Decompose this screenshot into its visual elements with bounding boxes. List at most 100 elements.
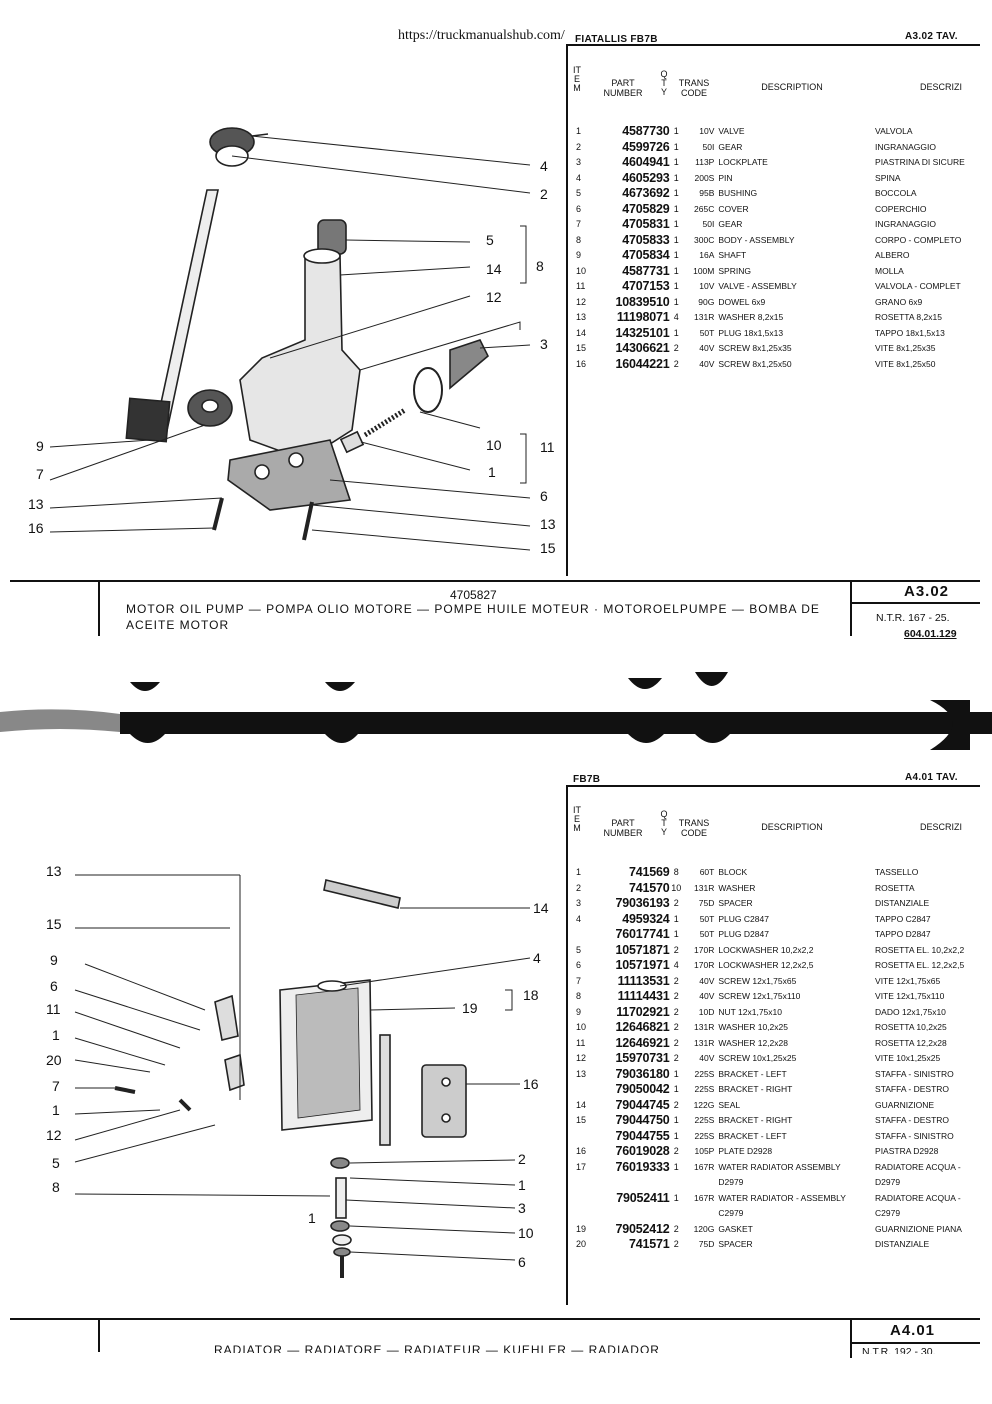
part-number-cell: 4959324	[622, 911, 670, 926]
trans-code-cell: 50I	[702, 141, 715, 152]
trans-code-cell: 10V	[699, 281, 715, 291]
qty-cell: 2	[673, 1099, 679, 1110]
item-cell: 13	[576, 312, 587, 322]
item-cell: 2	[576, 882, 582, 893]
callout-2: 2	[540, 186, 548, 202]
callout2-1c: 1	[518, 1177, 526, 1193]
description-it-cell: ROSETTA EL. 10,2x2,2	[875, 944, 965, 955]
qty-cell	[670, 1175, 683, 1191]
part-number-cell: 76019333	[615, 1159, 670, 1174]
description-it-cell: RADIATORE ACQUA -	[875, 1161, 961, 1172]
trans-code-cell: 16A	[699, 250, 715, 260]
part-number-cell: 79044755	[615, 1128, 670, 1143]
item-cell: 15	[576, 1115, 587, 1125]
assembly-number: 4705827	[450, 588, 497, 602]
item-cell: 11	[576, 1037, 586, 1048]
callout-14: 14	[486, 261, 502, 277]
description-cell: SPACER	[718, 1239, 753, 1249]
part-number-cell: 79044745	[615, 1097, 670, 1112]
plate-drawing	[421, 1064, 467, 1138]
part-number-cell: 14306621	[615, 341, 670, 355]
description-cell: SCREW 10x1,25x25	[718, 1053, 797, 1063]
description-it-cell: VITE 8x1,25x35	[875, 343, 936, 353]
description-it-cell: GRANO 6x9	[875, 296, 923, 307]
driven-gear-drawing	[187, 389, 233, 427]
sheet1-caption-line2: ACEITE MOTOR	[126, 618, 230, 632]
description-it-cell: VITE 12x1,75x65	[875, 975, 941, 986]
sheet1-col-desc-it: DESCRIZI	[920, 82, 963, 92]
trans-code-cell: 40V	[699, 975, 715, 986]
qty-cell: 2	[673, 898, 679, 908]
trans-code-cell: 167R	[694, 1192, 715, 1203]
qty-cell: 2	[673, 991, 679, 1001]
description-cell: WASHER 12,2x28	[718, 1037, 788, 1048]
qty-cell: 2	[673, 343, 679, 353]
sheet2-col-qty: QTY	[660, 809, 668, 837]
description-cell: SPACER	[718, 898, 753, 908]
description-it-cell: ROSETTA EL. 12,2x2,5	[875, 960, 965, 970]
item-cell	[576, 1129, 597, 1145]
scan-artifact-band	[0, 672, 992, 750]
item-cell: 9	[576, 250, 582, 260]
item-cell: 8	[576, 234, 582, 245]
part-number-cell: 79036193	[615, 896, 670, 910]
description-it-cell: CORPO - COMPLETO	[875, 234, 962, 245]
sheet2-box-rule	[850, 1342, 980, 1344]
item-cell: 4	[576, 913, 582, 924]
part-number-cell: 10839510	[615, 294, 670, 309]
part-number-cell: 741569	[629, 865, 670, 879]
item-cell: 5	[576, 188, 582, 198]
sheet2-footer-rule	[10, 1318, 980, 1320]
description-cell: BRACKET - LEFT	[718, 1068, 787, 1079]
description-cell: BRACKET - RIGHT	[718, 1084, 793, 1094]
sheet2-header-rule	[568, 785, 980, 787]
description-cell: PLATE D2928	[718, 1146, 773, 1156]
qty-cell: 1	[673, 250, 679, 260]
callout-8: 8	[536, 258, 544, 274]
part-number-cell: 76017741	[615, 927, 670, 941]
description-it-cell: TASSELLO	[875, 867, 919, 877]
description-it-cell: TAPPO D2847	[875, 929, 931, 939]
item-cell: 12	[576, 296, 587, 307]
callout2-16: 16	[523, 1076, 539, 1092]
qty-cell: 4	[673, 312, 679, 322]
qty-cell: 1	[673, 203, 679, 214]
watermark-url[interactable]: https://truckmanualshub.com/	[398, 28, 565, 43]
item-cell: 6	[576, 960, 582, 970]
radiator-core-drawing	[279, 979, 373, 1131]
description-cell: PIN	[718, 172, 733, 183]
gear-drawing	[209, 127, 269, 167]
trans-code-cell: 40V	[699, 1053, 715, 1063]
callout-11: 11	[540, 439, 555, 455]
description-it-cell: STAFFA - DESTRO	[875, 1115, 950, 1125]
item-cell: 7	[576, 975, 582, 986]
valve-drawing	[339, 339, 489, 454]
part-number-cell: 4707153	[622, 279, 670, 293]
description-it-cell: GUARNIZIONE PIANA	[875, 1223, 962, 1234]
qty-cell: 1	[673, 327, 679, 338]
trans-code-cell: 50I	[702, 219, 715, 229]
part-number-cell: 10571971	[615, 958, 670, 972]
description-it-cell: DADO 12x1,75x10	[875, 1006, 946, 1017]
trans-code-cell: 75D	[698, 1239, 715, 1249]
trans-code-cell: 167R	[694, 1161, 715, 1172]
sheet2-header-left: FB7B	[573, 774, 601, 785]
item-cell: 13	[576, 1068, 587, 1079]
part-number-cell: 741570	[629, 880, 670, 895]
sheet1-footer-rule	[10, 580, 980, 582]
